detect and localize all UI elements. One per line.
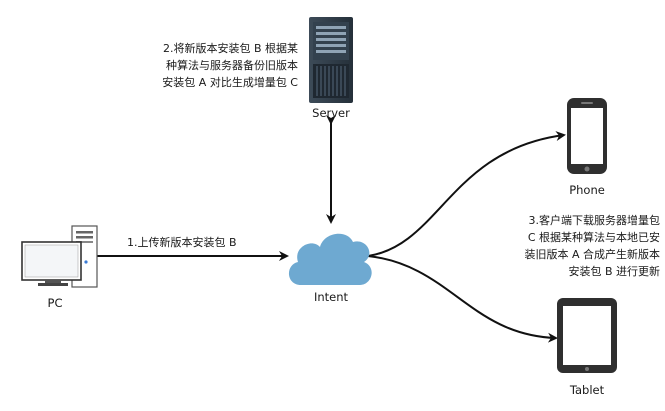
client-note-line: C 根据某种算法与本地已安 — [527, 231, 660, 244]
edge-label-upload: 1.上传新版本安装包 B — [127, 236, 237, 249]
phone-icon — [567, 98, 607, 174]
phone-label: Phone — [569, 183, 605, 197]
client-note-line: 装旧版本 A 合成产生新版本 — [524, 248, 660, 261]
tablet-icon — [557, 298, 617, 373]
client-note-line: 安装包 B 进行更新 — [568, 265, 660, 278]
client-note-line: 3.客户端下载服务器增量包 — [528, 214, 661, 227]
cloud-label: Intent — [313, 290, 349, 304]
server-note-line: 2.将新版本安装包 B 根据某 — [162, 42, 298, 55]
server-note-line: 种算法与服务器备份旧版本 — [166, 59, 298, 72]
server-note-line: 安装包 A 对比生成增量包 C — [162, 76, 298, 89]
tablet-label: Tablet — [569, 383, 605, 397]
pc-icon — [21, 225, 98, 288]
pc-label: PC — [47, 296, 63, 310]
edge-cloud-to-tablet — [367, 255, 558, 343]
cloud-icon — [288, 233, 372, 285]
client-note: 3.客户端下载服务器增量包 C 根据某种算法与本地已安 装旧版本 A 合成产生新… — [480, 212, 660, 280]
server-icon — [309, 17, 353, 103]
server-note: 2.将新版本安装包 B 根据某 种算法与服务器备份旧版本 安装包 A 对比生成增… — [136, 40, 298, 91]
server-label: Server — [312, 106, 350, 120]
edge-cloud-to-phone — [367, 131, 566, 257]
